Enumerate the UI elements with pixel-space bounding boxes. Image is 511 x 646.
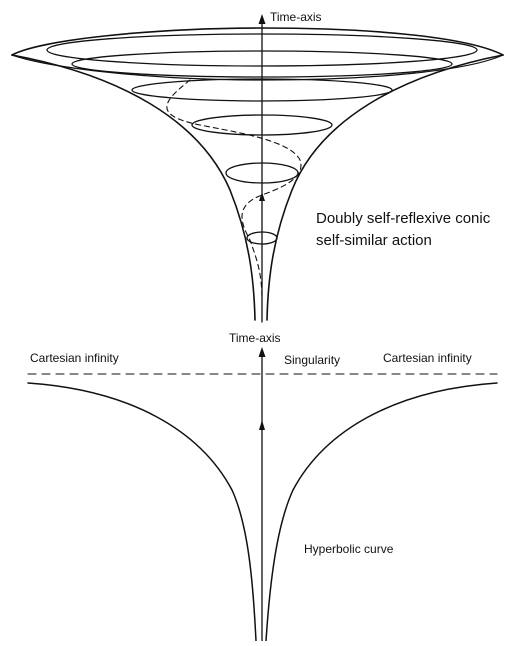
funnel-wall-left	[11, 54, 256, 321]
caption-line-2: self-similar action	[316, 232, 432, 249]
right-cartesian-infinity-label: Cartesian infinity	[383, 351, 472, 365]
funnel-wall-right	[266, 54, 504, 321]
spiral-path	[166, 79, 302, 301]
caption-line-1: Doubly self-reflexive conic	[316, 210, 491, 227]
left-cartesian-infinity-label: Cartesian infinity	[30, 351, 119, 365]
hyperbolic-curve-left	[27, 382, 257, 642]
time-axis-upper-mid-arrow	[259, 192, 265, 201]
mid-time-axis-label: Time-axis	[229, 331, 281, 345]
singularity-label: Singularity	[284, 353, 340, 367]
time-axis-upper-arrowhead	[258, 14, 266, 24]
time-axis-lower-mid-arrow	[259, 420, 265, 430]
hyperbolic-curve-label: Hyperbolic curve	[304, 542, 394, 556]
top-time-axis-label: Time-axis	[270, 10, 322, 24]
time-axis-lower-arrowhead	[258, 347, 266, 357]
hyperbolic-curve-right	[265, 382, 498, 642]
